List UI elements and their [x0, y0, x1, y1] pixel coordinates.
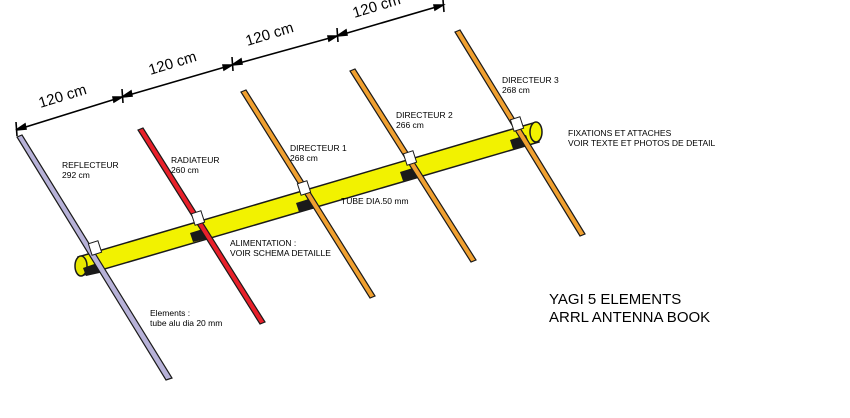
dimension-line-2 [121, 64, 233, 98]
element-length: 268 cm [290, 153, 318, 163]
dimension-line-1 [15, 96, 123, 131]
note-line: VOIR SCHEMA DETAILLE [230, 248, 331, 258]
element-name: DIRECTEUR 1 [290, 143, 347, 153]
element-length: 268 cm [502, 85, 530, 95]
note-elements: Elements : tube alu dia 20 mm [150, 308, 222, 328]
element-name: DIRECTEUR 2 [396, 110, 453, 120]
note-alimentation: ALIMENTATION : VOIR SCHEMA DETAILLE [230, 238, 331, 258]
element-name: REFLECTEUR [62, 160, 119, 170]
diagram-title: YAGI 5 ELEMENTS ARRL ANTENNA BOOK [549, 291, 710, 327]
element-length: 266 cm [396, 120, 424, 130]
note-fixations: FIXATIONS ET ATTACHES VOIR TEXTE ET PHOT… [568, 128, 715, 148]
dimension-lines [15, 0, 446, 137]
element-label-director-3: DIRECTEUR 3 268 cm [502, 75, 559, 95]
clamps [87, 116, 525, 256]
element-director-2 [349, 68, 477, 263]
antenna-elements [16, 29, 586, 381]
title-line-1: YAGI 5 ELEMENTS [549, 291, 682, 308]
element-reflector [16, 134, 173, 381]
boom-end-right [529, 121, 543, 143]
dimension-line-4 [336, 4, 444, 37]
note-line: FIXATIONS ET ATTACHES [568, 128, 672, 138]
dimension-line-3 [231, 35, 338, 66]
boom-end-left [74, 255, 88, 277]
note-tube: TUBE DIA.50 mm [341, 196, 409, 206]
element-director-3 [454, 29, 586, 237]
note-line: ALIMENTATION : [230, 238, 297, 248]
title-line-2: ARRL ANTENNA BOOK [549, 309, 711, 326]
element-label-radiator: RADIATEUR 260 cm [171, 155, 220, 175]
note-line: tube alu dia 20 mm [150, 318, 223, 328]
element-director-1 [240, 89, 376, 299]
element-name: DIRECTEUR 3 [502, 75, 559, 85]
note-line: VOIR TEXTE ET PHOTOS DE DETAIL [568, 138, 716, 148]
note-line: Elements : [150, 308, 191, 318]
element-name: RADIATEUR [171, 155, 220, 165]
element-length: 260 cm [171, 165, 199, 175]
element-label-director-1: DIRECTEUR 1 268 cm [290, 143, 347, 163]
element-label-reflector: REFLECTEUR 292 cm [62, 160, 119, 180]
element-radiator [137, 127, 266, 325]
element-label-director-2: DIRECTEUR 2 266 cm [396, 110, 453, 130]
element-length: 292 cm [62, 170, 90, 180]
